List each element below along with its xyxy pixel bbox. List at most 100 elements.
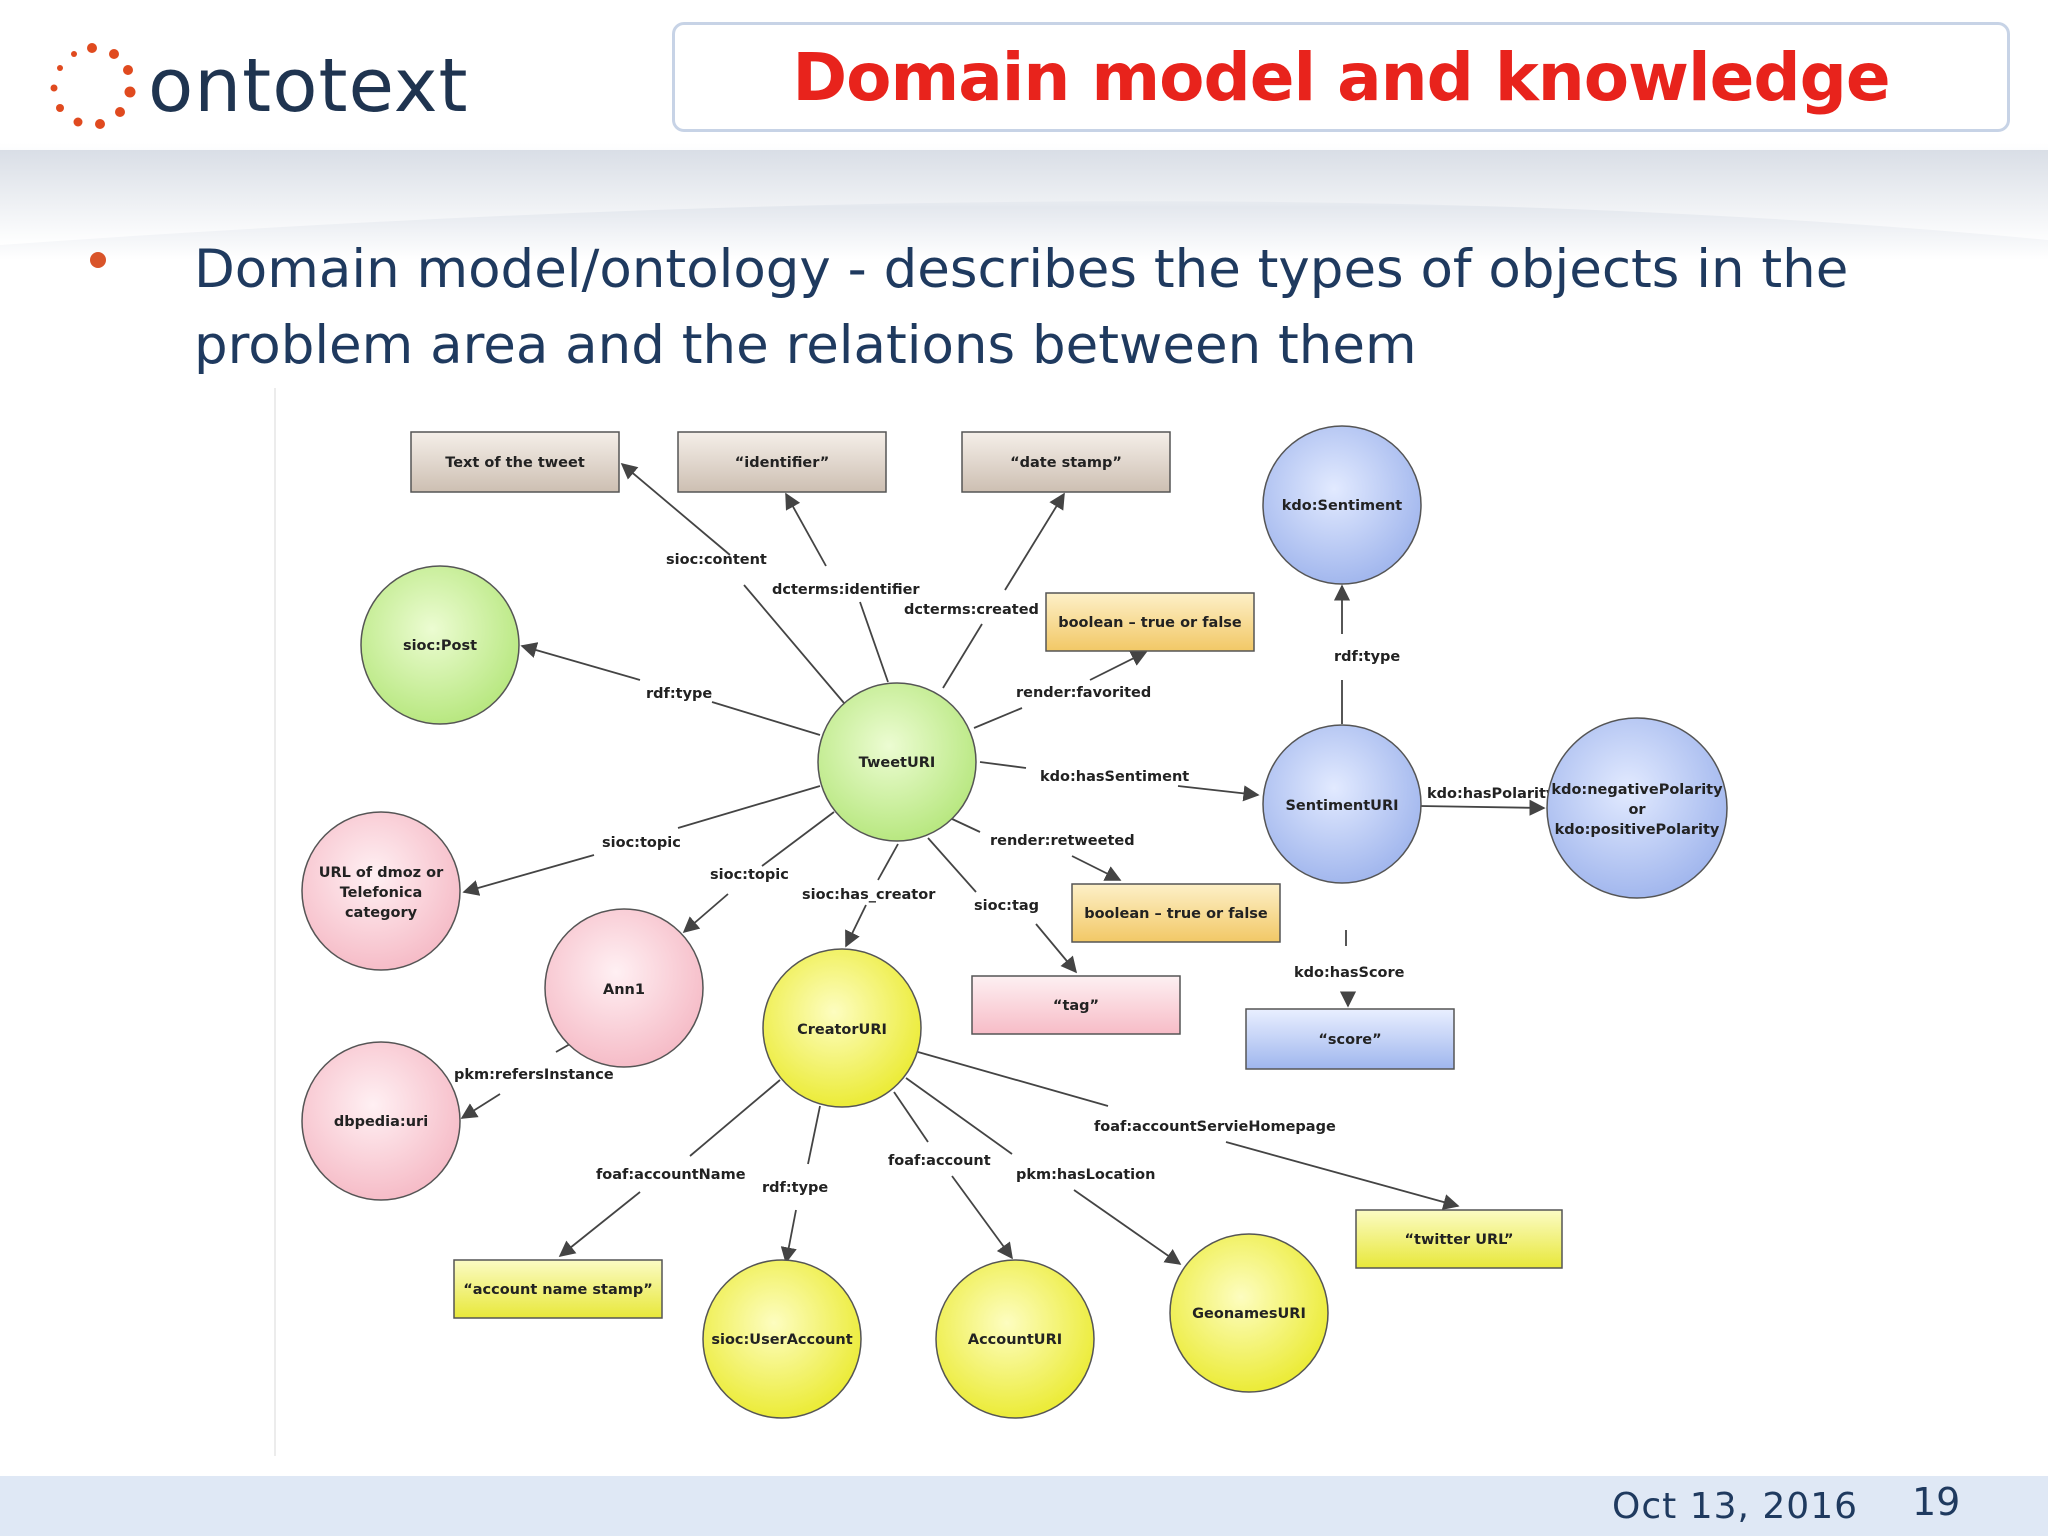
edge-arrow [1004, 492, 1065, 591]
header-swoosh [0, 150, 2048, 245]
logo-text: ontotext [148, 43, 469, 129]
edge-line [893, 1091, 929, 1143]
node-date-stamp: “date stamp” [961, 431, 1171, 493]
logo-dots-icon [50, 43, 136, 129]
edge-label-pkm-refersinstance: pkm:refersInstance [454, 1067, 614, 1083]
diagram-edges [460, 462, 1546, 1265]
svg-text:dbpedia:uri: dbpedia:uri [334, 1114, 428, 1130]
page-title: Domain model and knowledge [792, 38, 1890, 116]
edge-label-render-retweeted: render:retweeted [990, 833, 1135, 849]
edge-label-sioc-topic-1: sioc:topic [602, 835, 681, 851]
edge-line [859, 601, 889, 683]
footer-bar [0, 1476, 2048, 1536]
edge-line [942, 623, 983, 689]
ontotext-logo: ontotext [44, 36, 504, 136]
edge-label-sioc-tag: sioc:tag [974, 898, 1039, 914]
edge-label-foaf-servicehomepage: foaf:accountServieHomepage [1094, 1119, 1336, 1135]
node-boolean-favorited: boolean – true or false [1045, 592, 1255, 652]
edge-line [917, 1051, 1109, 1107]
edge-line [689, 1079, 781, 1157]
svg-text:Ann1: Ann1 [603, 982, 645, 998]
edge-label-dcterms-identifier: dcterms:identifier [772, 582, 920, 598]
node-twitter-url: “twitter URL” [1355, 1209, 1563, 1269]
edge-label-rdf-type-sentiment: rdf:type [1334, 649, 1400, 665]
svg-text:“twitter URL”: “twitter URL” [1405, 1232, 1514, 1248]
page-number: 19 [1912, 1480, 1961, 1524]
edge-line [927, 837, 977, 893]
node-ann1: Ann1 [544, 908, 704, 1068]
edge-label-dcterms-created: dcterms:created [904, 602, 1039, 618]
edge-line [973, 707, 1023, 729]
node-account-uri: AccountURI [935, 1259, 1095, 1419]
svg-text:SentimentURI: SentimentURI [1285, 798, 1398, 814]
edge-label-foaf-account: foaf:account [888, 1153, 991, 1169]
diagram-left-rule [274, 388, 276, 1456]
edge-label-rdf-type-user: rdf:type [762, 1180, 828, 1196]
edge-line [979, 761, 1027, 769]
edge-label-kdo-hassentiment: kdo:hasSentiment [1040, 769, 1189, 785]
edge-label-sioc-has-creator: sioc:has_creator [802, 887, 936, 903]
svg-text:sioc:UserAccount: sioc:UserAccount [711, 1332, 852, 1348]
svg-text:AccountURI: AccountURI [968, 1332, 1062, 1348]
edge-arrow [1177, 785, 1260, 802]
diagram-box-nodes: Text of the tweet “identifier” “date sta… [410, 431, 1563, 1319]
node-identifier: “identifier” [677, 431, 887, 493]
edge-line [761, 811, 835, 867]
svg-text:“date stamp”: “date stamp” [1010, 455, 1122, 471]
node-sentiment-uri: SentimentURI [1262, 724, 1422, 884]
edge-label-render-favorited: render:favorited [1016, 685, 1151, 701]
node-dmoz-url: URL of dmoz or Telefonica category [301, 811, 461, 971]
svg-text:Telefonica: Telefonica [340, 885, 423, 901]
svg-text:sioc:Post: sioc:Post [403, 638, 477, 654]
svg-text:“score”: “score” [1318, 1032, 1381, 1048]
node-text-of-tweet: Text of the tweet [410, 431, 620, 493]
edge-line [555, 1043, 571, 1053]
svg-text:Text of the tweet: Text of the tweet [445, 455, 585, 471]
node-kdo-sentiment: kdo:Sentiment [1262, 425, 1422, 585]
bullet-dot [90, 252, 106, 268]
svg-text:TweetURI: TweetURI [859, 755, 936, 771]
edge-line [905, 1077, 1013, 1155]
node-tweet-uri: TweetURI [817, 682, 977, 842]
edge-arrow [1035, 923, 1078, 974]
svg-text:kdo:positivePolarity: kdo:positivePolarity [1555, 822, 1720, 838]
edge-line [949, 817, 981, 833]
svg-text:CreatorURI: CreatorURI [797, 1022, 887, 1038]
svg-text:category: category [345, 905, 418, 921]
svg-text:“identifier”: “identifier” [735, 455, 829, 471]
svg-text:or: or [1628, 802, 1646, 818]
node-tag: “tag” [971, 975, 1181, 1035]
node-polarity: kdo:negativePolarity or kdo:positivePola… [1546, 717, 1728, 899]
edge-line [807, 1105, 821, 1165]
edge-label-sioc-topic-2: sioc:topic [710, 867, 789, 883]
edge-line [711, 701, 821, 736]
svg-text:boolean – true or false: boolean – true or false [1058, 615, 1242, 631]
edge-arrow [785, 492, 827, 567]
edge-arrow [1071, 855, 1122, 881]
title-box: Domain model and knowledge [672, 22, 2010, 132]
edge-arrow [780, 1209, 797, 1264]
edge-arrow [1089, 651, 1148, 681]
svg-text:URL of dmoz or: URL of dmoz or [319, 865, 444, 881]
diagram-circle-nodes: kdo:Sentiment sioc:Post TweetURI Sentime… [301, 425, 1728, 1419]
edge-arrow [520, 642, 641, 681]
svg-text:kdo:negativePolarity: kdo:negativePolarity [1551, 782, 1723, 798]
edge-label-rdf-type-post: rdf:type [646, 686, 712, 702]
node-creator-uri: CreatorURI [762, 948, 922, 1108]
edge-label-foaf-accountname: foaf:accountName [596, 1167, 746, 1183]
edge-arrow [951, 1175, 1013, 1260]
edge-line [677, 785, 821, 829]
node-sioc-post: sioc:Post [360, 565, 520, 725]
node-geonames-uri: GeonamesURI [1169, 1233, 1329, 1393]
footer-date: Oct 13, 2016 [1612, 1486, 1858, 1527]
edge-label-kdo-haspolarity: kdo:hasPolarity [1427, 786, 1556, 802]
svg-text:“tag”: “tag” [1053, 998, 1099, 1014]
svg-text:GeonamesURI: GeonamesURI [1192, 1306, 1306, 1322]
svg-text:“account name stamp”: “account name stamp” [463, 1282, 653, 1298]
edge-line [877, 843, 899, 881]
edge-arrow [558, 1191, 641, 1258]
node-score: “score” [1245, 1008, 1455, 1070]
edge-arrow [1419, 799, 1546, 816]
node-user-account: sioc:UserAccount [702, 1259, 862, 1419]
